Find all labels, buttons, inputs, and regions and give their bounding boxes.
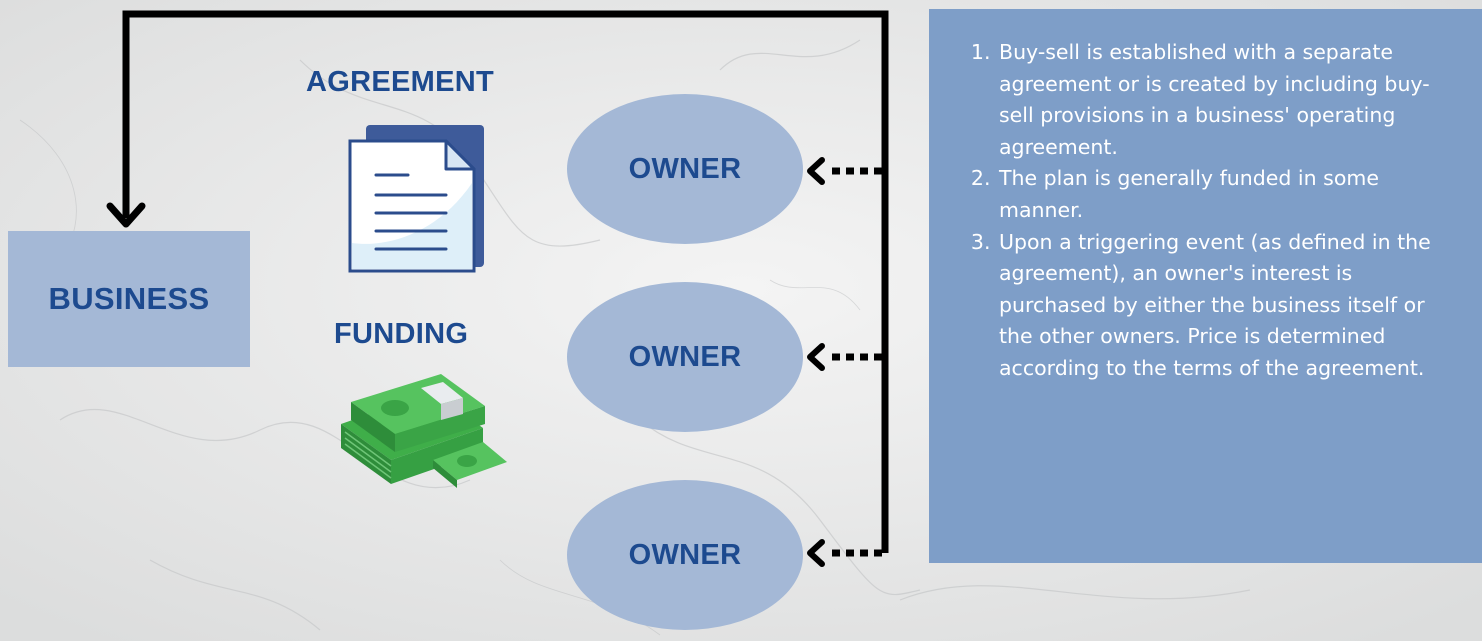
note-item: The plan is generally funded in some man…: [997, 163, 1462, 226]
loop-connector-line: [122, 10, 889, 553]
money-stack-icon: [341, 374, 507, 488]
loop-arrowhead: [106, 202, 146, 228]
business-label: BUSINESS: [48, 281, 210, 316]
note-item: Buy-sell is established with a separate …: [997, 37, 1462, 163]
notes-panel: Buy-sell is established with a separate …: [929, 9, 1482, 563]
dotted-arrow-owner-3: [807, 539, 882, 567]
owner-label: OWNER: [628, 538, 742, 571]
notes-list: Buy-sell is established with a separate …: [975, 37, 1462, 385]
funding-label: FUNDING: [334, 318, 469, 350]
document-icon: [348, 125, 484, 273]
agreement-label: AGREEMENT: [306, 66, 494, 98]
owner-label: OWNER: [628, 340, 742, 373]
owner-node-3: OWNER: [567, 480, 803, 630]
owner-label: OWNER: [628, 152, 742, 185]
owner-node-1: OWNER: [567, 94, 803, 244]
dotted-arrow-owner-2: [807, 343, 882, 371]
note-item: Upon a triggering event (as defined in t…: [997, 227, 1462, 385]
owner-node-2: OWNER: [567, 282, 803, 432]
dotted-arrow-owner-1: [807, 157, 882, 185]
business-box: BUSINESS: [8, 231, 250, 367]
